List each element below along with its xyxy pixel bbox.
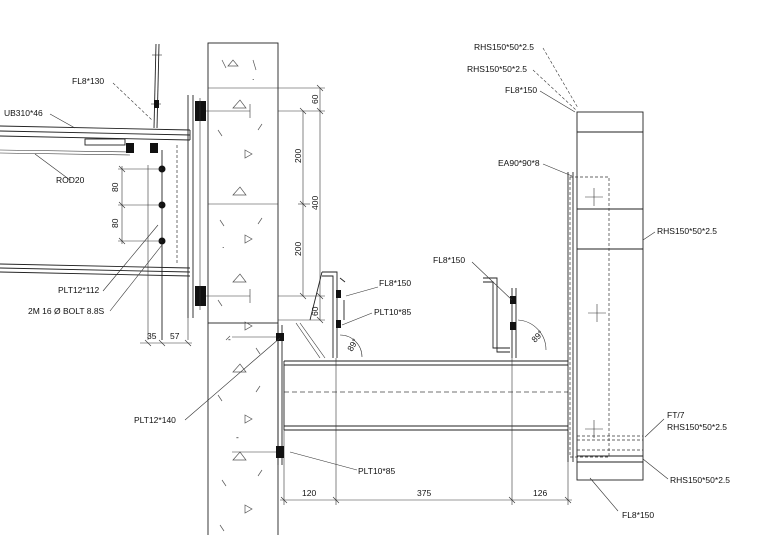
- svg-text:.: .: [222, 240, 224, 250]
- label-fl8-150-c: FL8*150: [505, 85, 537, 95]
- dim-80-b: 80: [110, 218, 120, 228]
- label-rhs-4: RHS150*50*2.5: [667, 422, 727, 432]
- label-fl8-130: FL8*130: [72, 76, 104, 86]
- label-plt10-85-bottom: PLT10*85: [358, 466, 395, 476]
- label-ea90: EA90*90*8: [498, 158, 540, 168]
- angle-89-left: 89°: [345, 337, 360, 353]
- column-dimensions: 60 200 400 200 60: [278, 84, 325, 324]
- label-plt10-85-top: PLT10*85: [374, 307, 411, 317]
- dim-60-bot: 60: [310, 306, 320, 316]
- svg-text:-: -: [236, 432, 239, 442]
- angle-89-mid: 89°: [529, 328, 545, 344]
- label-rhs-5: RHS150*50*2.5: [670, 475, 730, 485]
- label-plt12-140: PLT12*140: [134, 415, 176, 425]
- leader-lines: [34, 47, 669, 512]
- ub310-beam: [0, 125, 191, 277]
- dim-80-a: 80: [110, 182, 120, 192]
- plate-dimensions: 80 80 35 57: [110, 165, 192, 347]
- concrete-hatch: - - . .: [217, 59, 263, 532]
- label-rhs-1: RHS150*50*2.5: [474, 42, 534, 52]
- label-rhs-3: RHS150*50*2.5: [657, 226, 717, 236]
- fl8-150-bracket-left: 89°: [295, 271, 363, 359]
- dim-200-a: 200: [293, 149, 303, 163]
- svg-text:-: -: [228, 334, 231, 344]
- label-ft7: FT/7: [667, 410, 685, 420]
- fl8-130-plate: [151, 43, 162, 129]
- dim-60-top: 60: [310, 94, 320, 104]
- dim-35: 35: [147, 331, 157, 341]
- label-rhs-2: RHS150*50*2.5: [467, 64, 527, 74]
- label-ub310: UB310*46: [4, 108, 43, 118]
- label-rod20: ROD20: [56, 175, 85, 185]
- label-plt12-112: PLT12*112: [58, 285, 100, 295]
- svg-text:.: .: [252, 72, 254, 82]
- callout-labels: FL8*130 UB310*46 ROD20 PLT12*112 2M 16 Ø…: [4, 42, 730, 520]
- label-bolt: 2M 16 Ø BOLT 8.8S: [28, 306, 105, 316]
- beam-dimensions: 120 375 126: [280, 488, 572, 504]
- dim-57: 57: [170, 331, 180, 341]
- dim-400: 400: [310, 196, 320, 210]
- fl8-150-bracket-mid: 89°: [483, 277, 547, 358]
- plt12-112-plate: [147, 95, 194, 340]
- label-fl8-150-a: FL8*150: [379, 278, 411, 288]
- label-fl8-150-b: FL8*150: [433, 255, 465, 265]
- label-fl8-150-d: FL8*150: [622, 510, 654, 520]
- dim-120: 120: [302, 488, 316, 498]
- rhs-post: [567, 111, 644, 481]
- lower-beam: [232, 325, 569, 505]
- dim-200-b: 200: [293, 242, 303, 256]
- dim-375: 375: [417, 488, 431, 498]
- dim-126: 126: [533, 488, 547, 498]
- concrete-column: - - . .: [195, 42, 279, 535]
